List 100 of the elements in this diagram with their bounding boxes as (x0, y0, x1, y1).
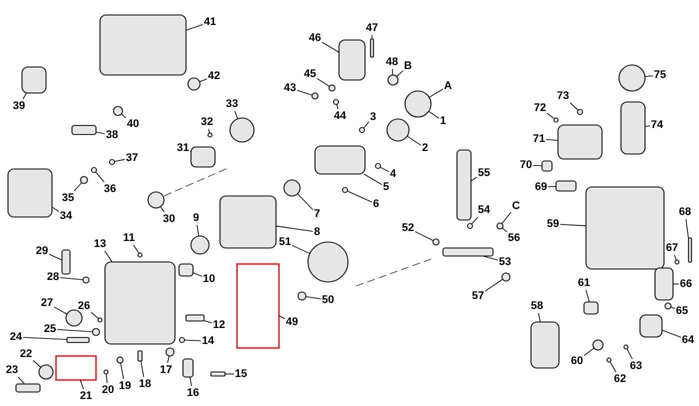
callout-number: 75 (654, 69, 666, 81)
round-part (358, 126, 366, 134)
leader-line (296, 90, 313, 96)
callout-number: 50 (322, 294, 334, 306)
round-part (97, 317, 103, 323)
callout-number: 59 (546, 218, 560, 230)
leader-line (538, 312, 541, 322)
callout-number: 12 (212, 319, 226, 331)
round-part (553, 117, 559, 123)
round-part (342, 186, 348, 194)
leader-line (56, 329, 93, 332)
round-part (328, 84, 336, 92)
leader-line (546, 112, 555, 120)
callout-number: 54 (478, 204, 490, 216)
callout-number: 4 (390, 168, 396, 180)
callout-number: 2 (422, 142, 428, 154)
part-drawing (530, 321, 560, 369)
callout-number: 6 (372, 198, 380, 210)
leader-line (392, 68, 394, 76)
round-part (374, 162, 382, 170)
leader-line (396, 70, 404, 77)
callout-number: 31 (176, 142, 190, 154)
leader-line (292, 244, 310, 254)
leader-line (380, 166, 390, 172)
leader-line (470, 176, 478, 182)
part-drawing (99, 14, 187, 76)
leader-line (104, 250, 113, 262)
leader-line (414, 231, 434, 242)
callout-number: 69 (534, 181, 548, 193)
callout-number: 64 (682, 334, 694, 346)
round-part (674, 259, 680, 265)
callout-number: 56 (508, 232, 520, 244)
round-part (496, 222, 504, 230)
round-part (386, 118, 410, 142)
callout-number: 51 (278, 236, 292, 248)
leader-line (560, 224, 586, 226)
callout-number: 38 (106, 129, 118, 141)
callout-number: 35 (62, 192, 74, 204)
leader-line (278, 315, 286, 320)
leader-line (74, 182, 82, 192)
part-drawing (185, 314, 205, 322)
part-drawing (370, 38, 374, 58)
round-part (592, 339, 604, 351)
leader-line (336, 104, 338, 110)
leader-line (644, 75, 654, 78)
leader-line (484, 278, 504, 292)
callout-number: 37 (126, 152, 138, 164)
leader-line (167, 356, 170, 364)
leader-line (204, 320, 212, 324)
part-drawing (190, 146, 216, 168)
callout-number: 55 (478, 167, 490, 179)
callout-number: 40 (126, 118, 140, 130)
part-drawing (620, 101, 646, 155)
leader-line (482, 256, 498, 260)
leader-line (140, 360, 144, 378)
leader-line (121, 114, 126, 118)
leader-line (196, 224, 200, 236)
leader-line (584, 348, 594, 356)
leader-line (276, 226, 314, 232)
part-drawing (104, 261, 176, 345)
callout-number: 22 (20, 348, 32, 360)
callout-number: 72 (534, 102, 546, 114)
callout-number: 20 (102, 384, 114, 396)
leader-line (532, 164, 542, 166)
leader-line (95, 172, 104, 182)
callout-number: 48 (386, 56, 398, 68)
callout-number: 74 (650, 119, 664, 131)
part-drawing (61, 249, 71, 275)
leader-line (644, 126, 650, 127)
round-part (190, 235, 210, 255)
leader-line (428, 110, 440, 119)
callout-number: 36 (104, 183, 116, 195)
part-drawing (456, 149, 472, 221)
leader-line (428, 88, 444, 98)
callout-number: 33 (226, 98, 238, 110)
callout-number: 11 (123, 232, 135, 244)
round-part (116, 356, 124, 364)
leader-line (54, 306, 68, 315)
leader-line (502, 228, 508, 232)
callout-number: 47 (366, 22, 378, 34)
part-drawing (210, 371, 226, 377)
leader-line (133, 244, 140, 254)
round-part (606, 357, 612, 363)
round-part (187, 77, 201, 91)
callout-number: 57 (472, 290, 484, 302)
round-part (80, 176, 88, 184)
leader-line (120, 362, 124, 380)
leader-line (501, 212, 512, 224)
round-part (103, 369, 109, 375)
round-part (178, 336, 186, 344)
leader-line (610, 361, 616, 372)
callout-number: 66 (680, 278, 692, 290)
callout-number: 3 (370, 111, 376, 123)
highlight-frame (55, 355, 97, 381)
leader-line (363, 174, 382, 186)
leader-line (22, 92, 27, 100)
round-part (618, 64, 646, 92)
leader-line (471, 216, 478, 225)
round-part (82, 276, 90, 284)
round-part (137, 252, 143, 258)
